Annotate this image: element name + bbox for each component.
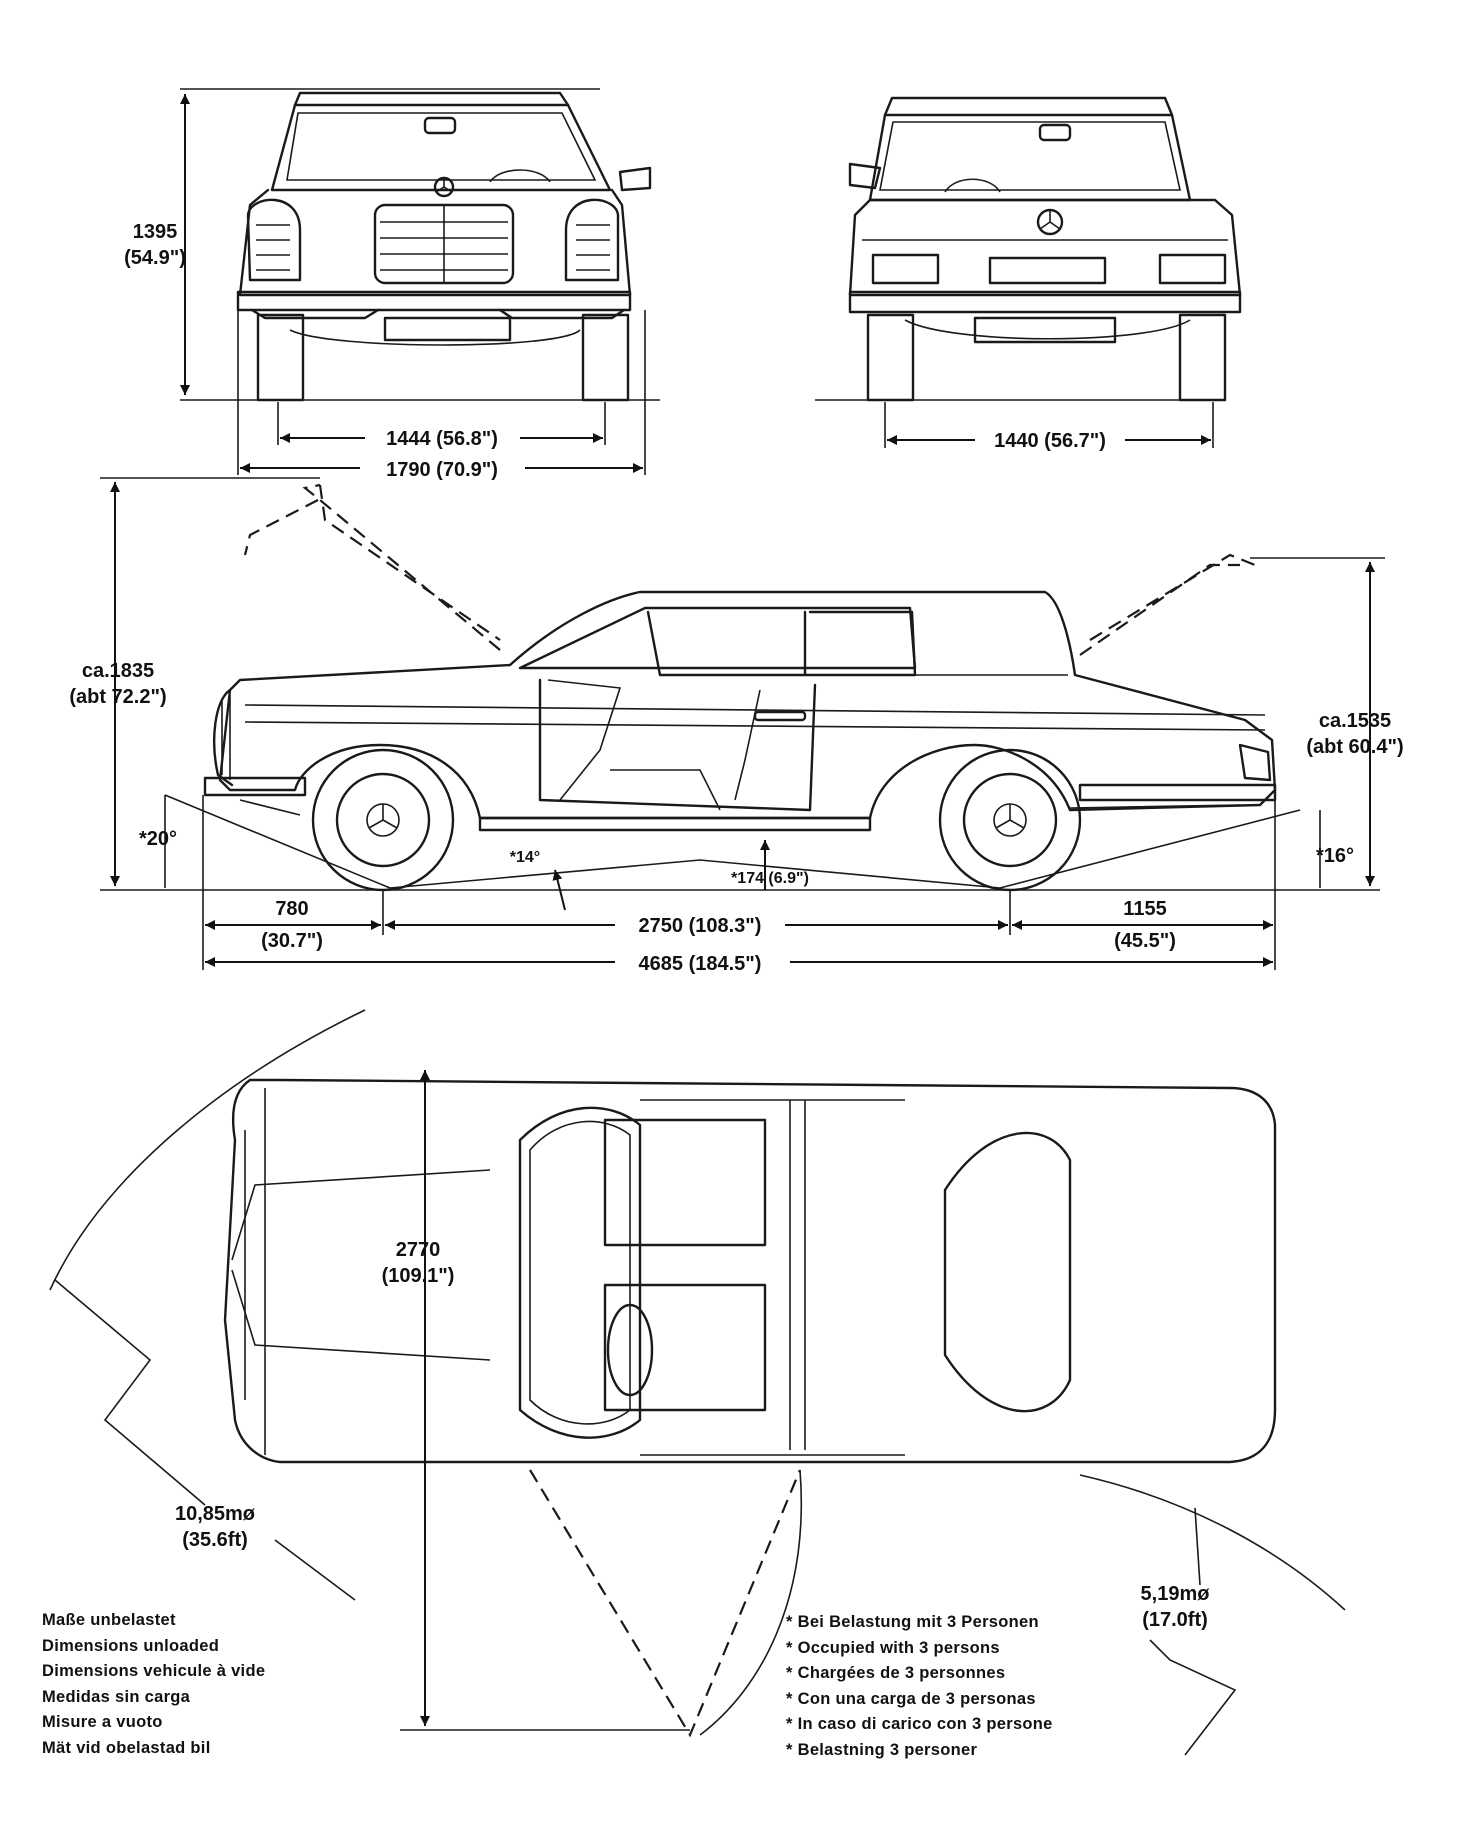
- legend-line: * Bei Belastung mit 3 Personen: [786, 1613, 1039, 1631]
- legend-line: Misure a vuoto: [42, 1713, 163, 1731]
- side-view: *20° *16° *14° *174 (6.9") ca.1835 (abt …: [69, 477, 1404, 975]
- legend-line: * In caso di carico con 3 persone: [786, 1715, 1053, 1733]
- front-view: 1395 (54.9") 1444 (56.8") 1790 (70.9"): [124, 88, 660, 481]
- legend-line: * Belastning 3 personer: [786, 1740, 978, 1759]
- wall-clearance-feet: (17.0ft): [1142, 1609, 1208, 1631]
- open-height-inches: (abt 72.2"): [69, 686, 166, 708]
- legend-line: * Con una carga de 3 personas: [786, 1689, 1036, 1708]
- open-height-value: ca.1835: [82, 660, 154, 682]
- legend-line: Medidas sin carga: [42, 1687, 191, 1706]
- rear-track-label: 1440 (56.7"): [994, 430, 1106, 452]
- ground-clearance-label: *174 (6.9"): [731, 870, 809, 887]
- front-wheel: [311, 748, 455, 892]
- trunk-height-value: ca.1535: [1319, 710, 1391, 732]
- legend-line: Mät vid obelastad bil: [42, 1738, 211, 1757]
- door-swing-inches: (109.1"): [382, 1265, 455, 1287]
- top-view: 2770 (109.1") 10,85mø (35.6ft) 5,19mø (1…: [49, 1009, 1346, 1756]
- front-overhang-value: 780: [275, 898, 308, 920]
- approach-angle-label: *20°: [139, 828, 177, 850]
- wall-clearance-value: 5,19mø: [1141, 1583, 1211, 1605]
- rear-overhang-inches: (45.5"): [1114, 930, 1176, 952]
- overall-width-label: 1790 (70.9"): [386, 459, 498, 481]
- front-track-label: 1444 (56.8"): [386, 428, 498, 450]
- wheelbase-label: 2750 (108.3"): [639, 915, 762, 937]
- front-height-value: 1395: [133, 221, 178, 243]
- legend-line: * Chargées de 3 personnes: [786, 1664, 1006, 1682]
- front-overhang-inches: (30.7"): [261, 930, 323, 952]
- departure-angle-label: *16°: [1316, 845, 1354, 867]
- legend-line: Dimensions unloaded: [42, 1636, 220, 1655]
- overall-length-label: 4685 (184.5"): [639, 953, 762, 975]
- door-swing-value: 2770: [396, 1239, 441, 1261]
- legend-loaded: * Bei Belastung mit 3 Personen * Occupie…: [786, 1610, 1053, 1763]
- front-height-inches: (54.9"): [124, 247, 186, 269]
- legend-unloaded: Maße unbelastet Dimensions unloaded Dime…: [42, 1608, 265, 1761]
- turning-circle-feet: (35.6ft): [182, 1529, 248, 1551]
- ramp-angle-label: *14°: [510, 849, 540, 866]
- rear-overhang-value: 1155: [1123, 898, 1166, 920]
- legend-line: Maße unbelastet: [42, 1611, 176, 1629]
- turning-circle-value: 10,85mø: [175, 1503, 256, 1525]
- legend-line: * Occupied with 3 persons: [786, 1638, 1000, 1657]
- rear-wheel: [938, 748, 1082, 892]
- rear-view: 1440 (56.7"): [815, 96, 1242, 452]
- legend-line: Dimensions vehicule à vide: [42, 1662, 266, 1680]
- trunk-height-inches: (abt 60.4"): [1306, 736, 1403, 758]
